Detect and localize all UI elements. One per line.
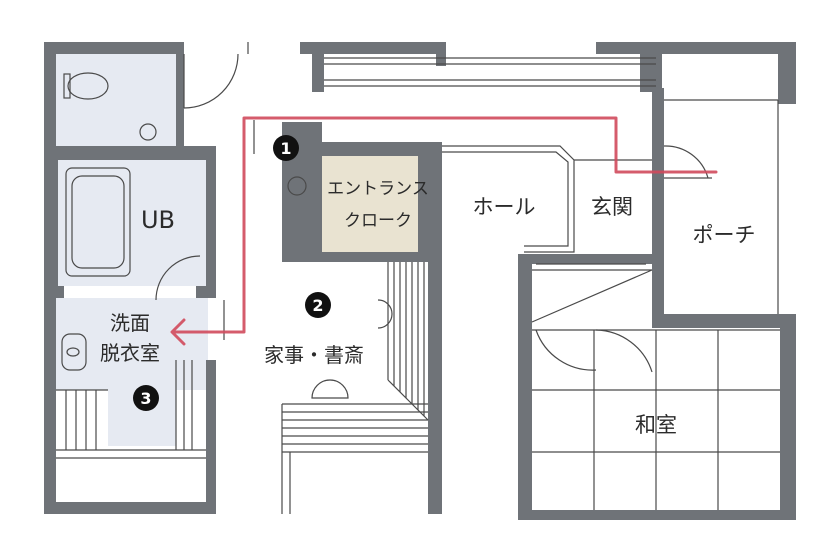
marker-1: 1 [273,135,299,161]
wall-hall-post-r [436,42,446,66]
label-entrance-cloak-2: クローク [344,211,412,231]
wall-toilet-right [176,42,184,146]
tatami-grid [532,329,780,510]
desk-chair [311,379,349,399]
entrance-cloak-floor [320,156,418,252]
label-hall: ホール [473,195,536,219]
walls [44,42,796,520]
label-porch: ポーチ [693,223,756,247]
wash-steps [56,360,206,459]
wall-bath-top [44,146,216,160]
wall-cloak-bottom [282,252,442,262]
wall-left-middle [44,146,58,296]
wall-top-mid [300,42,438,54]
wall-bath-bottom [44,286,64,298]
wall-washitsu-top [524,254,652,264]
label-genkan: 玄関 [591,195,633,219]
wall-left-lower [44,296,56,514]
stairs [281,262,429,514]
toilet-sink [139,123,157,141]
wall-top-toilet [44,42,184,54]
wash-basin [61,333,87,371]
svg-text:2: 2 [312,296,323,315]
label-senmen-2: 脱衣室 [100,341,160,365]
bath-floor [56,160,208,286]
label-kaji-shosai: 家事・書斎 [264,343,364,367]
svg-text:1: 1 [280,139,291,158]
wall-porch-top [596,42,796,54]
bathtub [65,167,131,277]
desk-chair-2 [377,299,393,329]
wall-bath-right [206,146,216,296]
label-senmen-1: 洗面 [110,311,150,335]
label-ub: UB [141,206,175,234]
wall-cloak-top [282,142,442,156]
wall-bath-bottom-r [196,286,216,298]
circulation-route [170,116,718,346]
wall-washitsu-bottom [518,510,796,520]
svg-text:3: 3 [140,389,151,408]
wall-porch-corner [640,42,662,92]
toilet-floor [56,54,180,146]
room-labels: UB エントランス クローク ホール 玄関 ポーチ 洗面 脱衣室 家事・書斎 和… [100,179,756,437]
wall-washitsu-topright [652,314,796,328]
wall-cloak-right [418,142,442,260]
wall-left-upper [44,42,56,146]
marker-3: 3 [133,385,159,411]
wall-genkan-right [652,88,664,314]
wall-washitsu-right [780,314,796,520]
wall-hall-post [312,54,324,92]
cloak-sink [287,176,307,196]
wall-porch-right [778,42,796,104]
wall-mid-bottom [428,260,442,514]
toilet [67,72,109,100]
wet-area-floors [56,54,208,446]
marker-2: 2 [305,292,331,318]
plan-lines [56,57,780,514]
wall-washitsu-left [518,254,532,520]
label-washitsu: 和室 [635,413,677,437]
label-entrance-cloak-1: エントランス [327,179,429,199]
wall-wash-bottom [44,502,216,514]
wall-wash-right [206,360,216,510]
